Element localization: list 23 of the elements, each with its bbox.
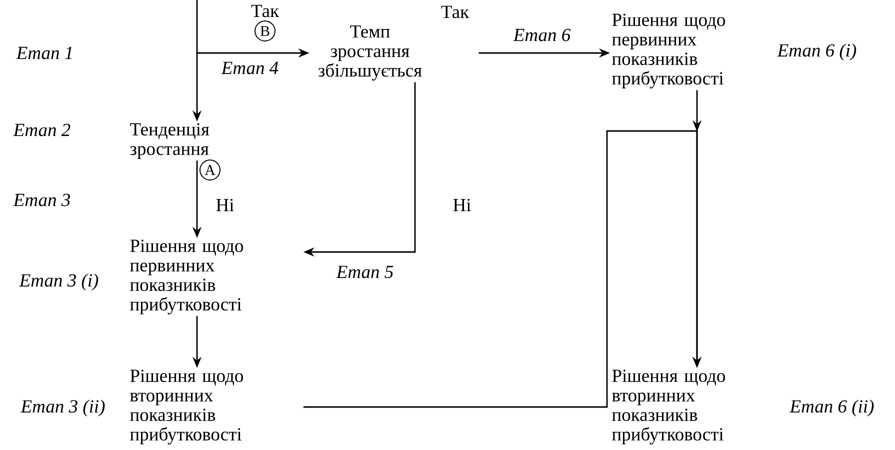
- step-text: Рішення щодо первинних показників прибутковості: [130, 240, 243, 314]
- stage-label: Етап 3: [13, 194, 70, 206]
- step-text: Тенденція зростання: [130, 123, 210, 159]
- stage-label: Етап 4: [221, 62, 278, 74]
- circled-letter: B: [254, 20, 276, 42]
- edge-label: Ні: [214, 198, 236, 212]
- edge-label: Ні: [452, 198, 472, 212]
- step-text: Рішення щодо первинних показників прибутковості: [612, 14, 725, 88]
- circled-letter: A: [200, 160, 220, 180]
- arrow: [303, 120, 702, 408]
- edge-label: Так: [440, 4, 470, 20]
- stage-label: Етап 6 (ii): [790, 400, 874, 416]
- step-text: Темп зростання збільшується: [318, 25, 422, 81]
- edge-label: Так: [250, 4, 280, 18]
- step-text: Рішення щодо вторинних показників прибутковості: [130, 370, 243, 444]
- stage-label: Етап 3 (ii): [20, 400, 105, 416]
- stage-label: Етап 6 (i): [777, 44, 856, 60]
- stage-label: Етап 3 (i): [19, 274, 98, 290]
- stage-label: Етап 2: [13, 124, 70, 136]
- stage-label: Етап 6: [513, 28, 571, 42]
- stage-label: Етап 1: [16, 46, 72, 60]
- stage-label: Етап 5: [336, 266, 394, 278]
- step-text: Рішення щодо вторинних показників прибутковості: [612, 370, 725, 444]
